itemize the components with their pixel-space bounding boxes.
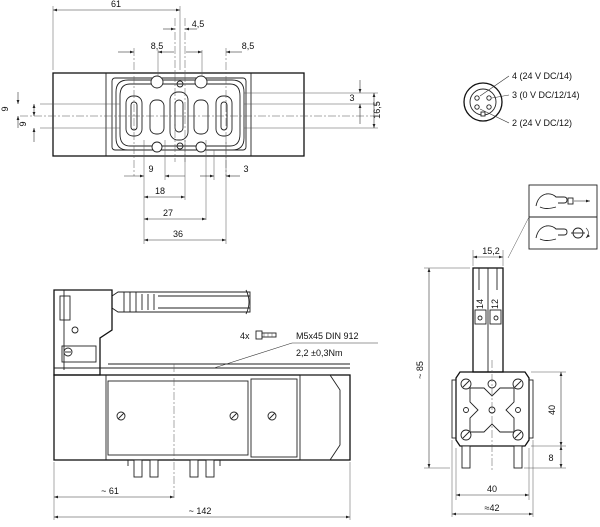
end-fitting-left xyxy=(461,445,471,469)
dim-27: 27 xyxy=(163,208,173,218)
dim-16-5: 16,5 xyxy=(372,101,382,119)
dim-18: 18 xyxy=(155,186,165,196)
pin-1 xyxy=(486,104,492,110)
fitting-3 xyxy=(189,459,199,478)
pin-label-2: 2 (24 V DC/12) xyxy=(512,118,572,128)
fitting-1 xyxy=(133,459,143,478)
top-view: 61 4,5 8,5 8,5 3 16,5 9 9 xyxy=(0,0,382,244)
end-view: 14 12 15,2 ~ 85 40 xyxy=(415,246,566,517)
pin-2 xyxy=(474,104,480,110)
dim-40-vertical: 40 xyxy=(547,405,557,415)
dim-3-bottom: 3 xyxy=(243,164,248,174)
dim-approx-61: ~ 61 xyxy=(101,486,119,496)
side-view: 4x M5x45 DIN 912 2,2 ±0,3Nm ~ 61 ~ 142 xyxy=(53,289,378,520)
dim-9-bottom: 9 xyxy=(148,164,153,174)
valve-body-outline xyxy=(52,72,305,157)
dim-8-5-right: 8,5 xyxy=(242,41,255,51)
screw-torque: 2,2 ±0,3Nm xyxy=(296,348,342,358)
solenoid-label-12: 12 xyxy=(490,299,500,309)
connector-pinout: 4 (24 V DC/14) 3 (0 V DC/12/14) 2 (24 V … xyxy=(463,71,580,128)
dim-36: 36 xyxy=(173,229,183,239)
dim-approx-42: ≈42 xyxy=(485,503,500,513)
dim-approx-85: ~ 85 xyxy=(415,361,425,379)
end-body xyxy=(455,371,530,447)
dim-8: 8 xyxy=(548,453,553,463)
screw-quantity: 4x xyxy=(240,331,250,341)
dim-9-lower: 9 xyxy=(18,121,28,126)
turn-hand-icon xyxy=(535,225,568,239)
solenoid-label-14: 14 xyxy=(475,299,485,309)
dim-9-upper: 9 xyxy=(0,106,10,111)
fitting-2 xyxy=(149,459,159,478)
pin-label-4: 4 (24 V DC/14) xyxy=(512,71,572,81)
dim-approx-142: ~ 142 xyxy=(189,506,212,516)
fitting-4 xyxy=(205,459,215,478)
push-hand-icon xyxy=(535,193,568,207)
manual-override-pictograms xyxy=(507,184,598,259)
pin-4 xyxy=(474,95,480,101)
dim-61: 61 xyxy=(111,0,121,9)
side-body xyxy=(53,374,351,461)
dim-3-right: 3 xyxy=(349,93,354,103)
port-4 xyxy=(193,99,209,135)
connector-outer xyxy=(463,82,503,122)
dim-8-5-left: 8,5 xyxy=(151,41,164,51)
end-fitting-right xyxy=(513,445,523,469)
dim-15-2: 15,2 xyxy=(482,246,500,256)
dim-40-horizontal: 40 xyxy=(487,484,497,494)
cable-outer xyxy=(111,291,251,313)
port-2 xyxy=(149,99,165,135)
dim-4-5: 4,5 xyxy=(192,19,205,29)
screw-spec: M5x45 DIN 912 xyxy=(296,331,359,341)
pin-label-3: 3 (0 V DC/12/14) xyxy=(512,90,580,100)
pin-3 xyxy=(486,95,492,101)
